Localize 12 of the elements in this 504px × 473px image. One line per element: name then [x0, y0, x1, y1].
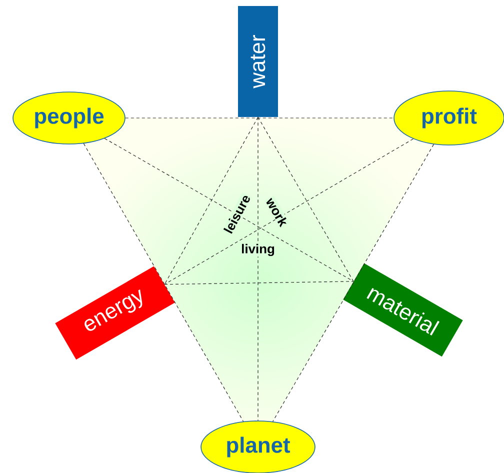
dashed-line: [258, 116, 354, 282]
label-box: water: [238, 6, 278, 117]
ellipse-node: profit: [394, 90, 504, 146]
dashed-line: [164, 116, 258, 285]
ellipse-node: people: [12, 92, 126, 144]
dashed-line: [164, 281, 354, 285]
dashed-line: [272, 144, 434, 422]
ellipse-node: planet: [200, 420, 316, 473]
dashed-line: [104, 138, 354, 282]
dashed-line: [164, 138, 414, 285]
dashed-line: [83, 143, 244, 422]
word-label: living: [240, 243, 276, 257]
